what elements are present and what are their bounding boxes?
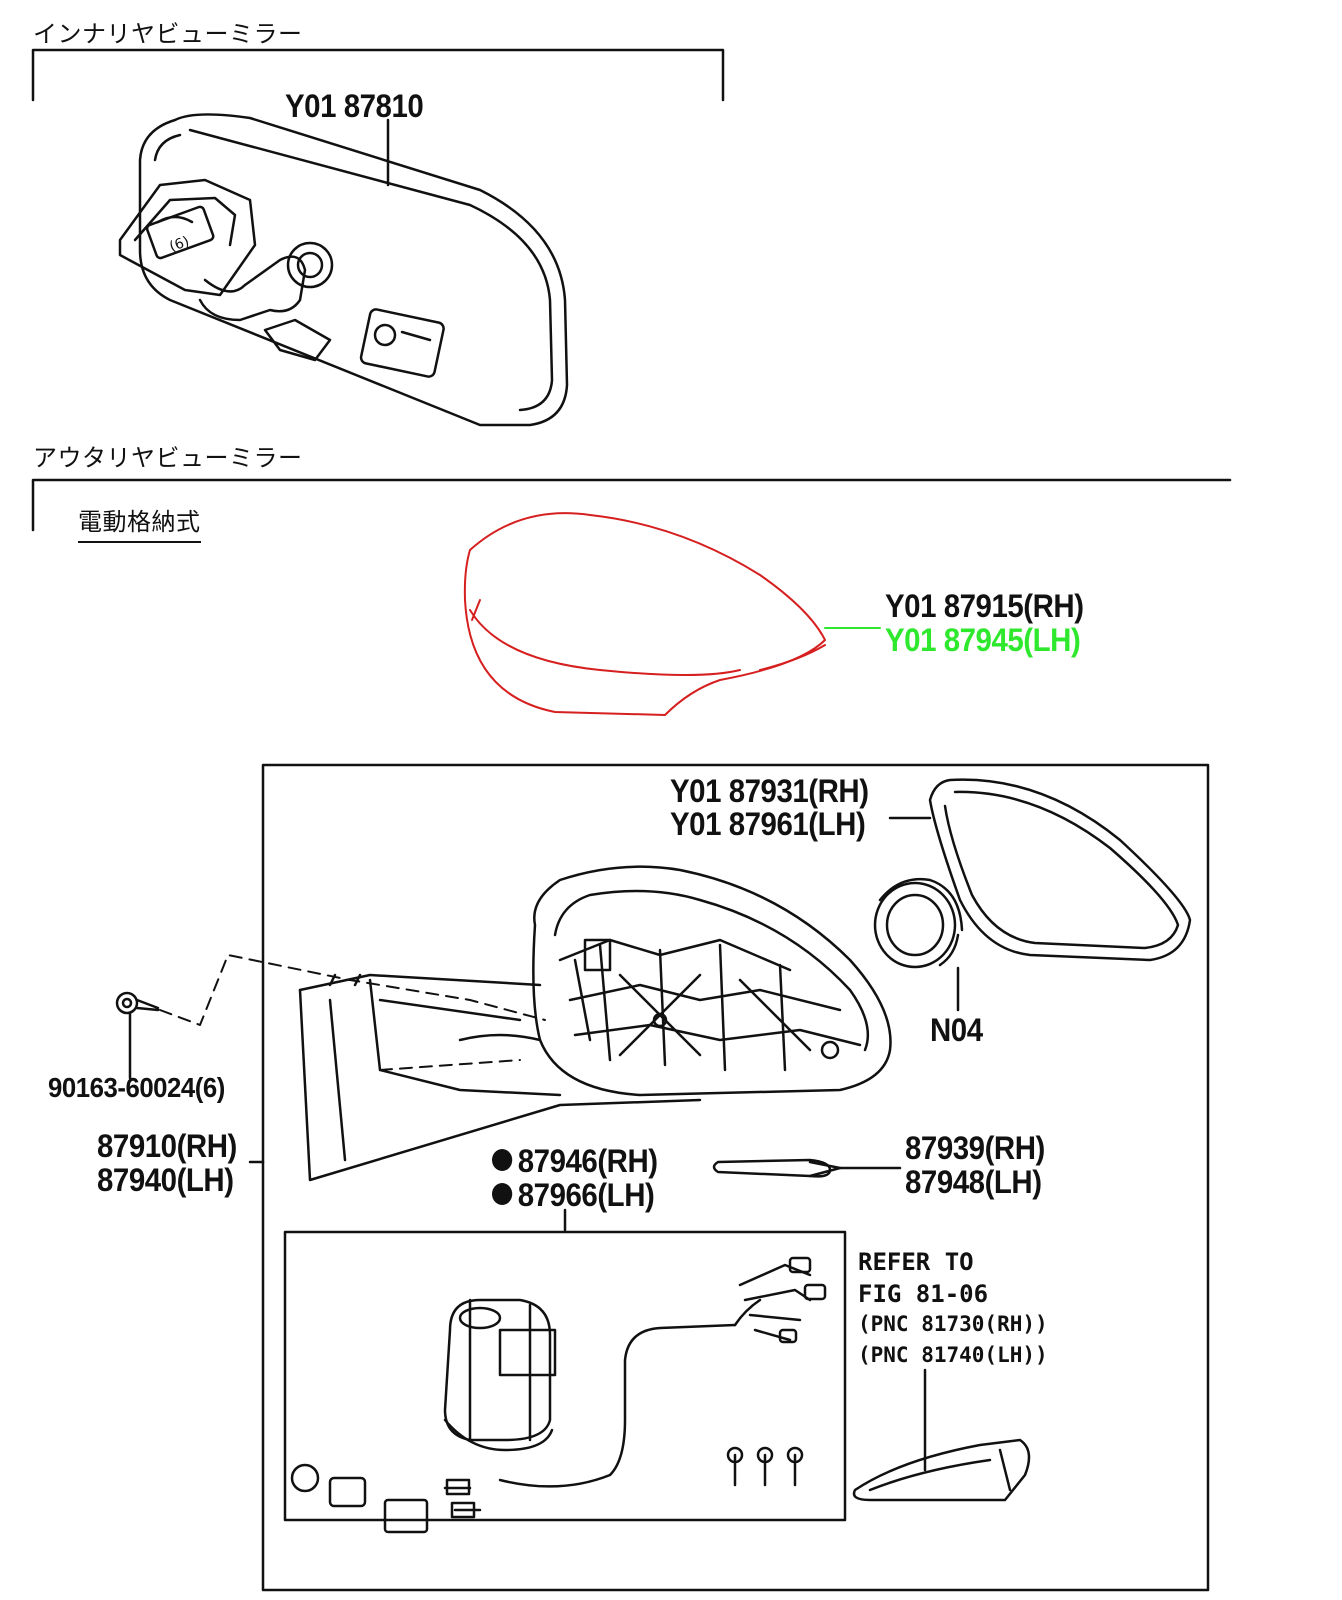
mirror-cover-drawing	[463, 512, 826, 716]
bullet-dot-icon	[492, 1183, 513, 1205]
bullet-dot-icon	[492, 1149, 513, 1171]
lamp-bulb-drawing	[712, 1158, 902, 1178]
refer-note-line-2: FIG 81-06	[858, 1280, 989, 1308]
motor-lh-part-number[interactable]: 87966(LH)	[492, 1177, 655, 1214]
mirror-housing-drawing	[298, 865, 892, 1182]
mirror-assy-lh-part-number[interactable]: 87940(LH)	[97, 1162, 234, 1198]
cover-lh-part-number[interactable]: Y01 87945(LH)	[885, 622, 1081, 658]
refer-note-line-3: (PNC 81730(RH))	[858, 1312, 1048, 1336]
actuator-part-label[interactable]: N04	[930, 1012, 983, 1048]
motor-harness-drawing	[290, 1256, 827, 1534]
glass-rh-part-number[interactable]: Y01 87931(RH)	[670, 773, 869, 809]
motor-lh-label: 87966(LH)	[517, 1177, 655, 1213]
glass-lh-part-number[interactable]: Y01 87961(LH)	[670, 806, 866, 842]
inner-mirror-drawing: (6)	[118, 113, 569, 427]
turn-signal-lamp-drawing	[852, 1368, 1031, 1502]
mirror-assy-rh-part-number[interactable]: 87910(RH)	[97, 1128, 237, 1164]
screw-dashed-lines	[159, 954, 546, 1071]
refer-note-line-1: REFER TO	[858, 1248, 974, 1276]
outer-mirror-section-title: アウタリヤビューミラー	[33, 444, 303, 472]
motor-rh-label: 87946(RH)	[517, 1143, 658, 1179]
motor-subframe	[283, 1208, 847, 1522]
inner-mirror-part-number[interactable]: Y01 87810	[285, 88, 424, 124]
cover-rh-part-number[interactable]: Y01 87915(RH)	[885, 588, 1084, 624]
refer-note-line-4: (PNC 81740(LH))	[858, 1343, 1048, 1367]
inner-section-bracket	[31, 48, 725, 102]
motor-rh-part-number[interactable]: 87946(RH)	[492, 1143, 658, 1180]
svg-text:(6): (6)	[167, 234, 191, 256]
outer-mirror-subtitle: 電動格納式	[78, 502, 201, 543]
lamp-rh-part-number[interactable]: 87939(RH)	[905, 1130, 1045, 1166]
lamp-lh-part-number[interactable]: 87948(LH)	[905, 1164, 1042, 1200]
inner-mirror-section-title: インナリヤビューミラー	[33, 20, 303, 48]
screw-part-number[interactable]: 90163-60024(6)	[48, 1072, 225, 1103]
outer-section-bracket	[31, 478, 1232, 532]
assembly-frame	[248, 763, 1210, 1592]
screw-drawing	[115, 991, 160, 1080]
actuator-drawing	[873, 877, 964, 1012]
mirror-glass-drawing	[888, 778, 1192, 962]
